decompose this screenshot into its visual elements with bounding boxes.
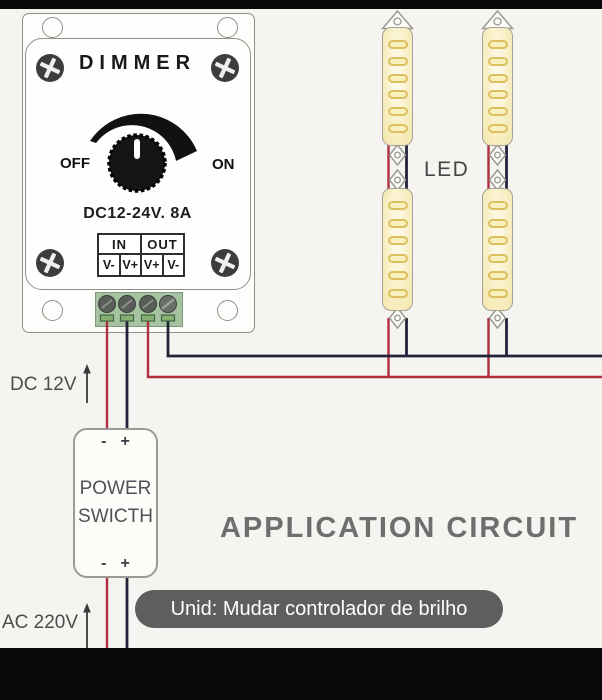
led-chip	[487, 218, 508, 228]
led-module	[382, 188, 413, 311]
led-chip	[387, 218, 408, 228]
led-module	[482, 188, 513, 311]
pin-label: V-	[98, 254, 120, 276]
led-chip	[487, 39, 508, 49]
voltage-rating-label: DC12-24V. 8A	[83, 205, 192, 222]
mounting-hole	[217, 17, 238, 38]
bottom-letterbox-bar	[0, 648, 602, 700]
top-letterbox-bar	[0, 0, 602, 9]
led-module	[382, 27, 413, 146]
led-chip	[487, 271, 508, 281]
pin-label: V-	[162, 254, 184, 276]
led-chip	[487, 236, 508, 246]
led-chip	[387, 90, 408, 100]
mounting-hole	[217, 300, 238, 321]
led-chip	[487, 124, 508, 134]
power-switch-box: - + POWER SWICTH - +	[73, 428, 158, 578]
in-header: IN	[98, 234, 141, 254]
switch-bottom-polarity: - +	[101, 555, 130, 573]
led-chip	[487, 288, 508, 298]
led-chip	[487, 56, 508, 66]
minus-symbol: -	[101, 433, 107, 450]
mounting-hole	[42, 300, 63, 321]
ac-voltage-label: AC 220V	[2, 612, 79, 633]
led-chip	[387, 56, 408, 66]
led-chip	[387, 236, 408, 246]
mounting-hole	[42, 17, 63, 38]
plus-symbol: +	[120, 433, 130, 450]
led-chip	[387, 201, 408, 211]
led-chip	[387, 253, 408, 263]
minus-symbol: -	[101, 555, 107, 572]
dc-arrow-icon	[83, 364, 91, 403]
screw-terminal-block	[95, 292, 183, 327]
caption-pill: Unid: Mudar controlador de brilho	[135, 590, 503, 628]
led-chip	[487, 253, 508, 263]
ac-arrow-icon	[83, 603, 91, 648]
dc-voltage-label: DC 12V	[10, 374, 77, 395]
led-chip	[387, 73, 408, 83]
led-chip	[487, 107, 508, 117]
plus-symbol: +	[120, 555, 130, 572]
pin-label: V+	[141, 254, 163, 276]
led-module	[482, 27, 513, 146]
led-chip	[487, 90, 508, 100]
out-header: OUT	[141, 234, 184, 254]
led-chip	[387, 271, 408, 281]
led-chip	[387, 124, 408, 134]
pin-label: V+	[119, 254, 141, 276]
knob-off-label: OFF	[60, 155, 90, 172]
switch-top-polarity: - +	[101, 433, 130, 451]
knob-on-label: ON	[212, 156, 235, 173]
application-circuit-heading: APPLICATION CIRCUIT	[219, 512, 579, 544]
power-switch-label: POWER SWICTH	[78, 478, 153, 527]
led-chip	[387, 39, 408, 49]
led-chip	[387, 107, 408, 117]
led-label: LED	[424, 158, 470, 181]
led-chip	[487, 201, 508, 211]
dimmer-title: DIMMER	[78, 52, 197, 74]
led-chip	[487, 73, 508, 83]
terminal-pinout-table: IN OUT V- V+ V+ V-	[97, 233, 185, 277]
led-chip	[387, 288, 408, 298]
